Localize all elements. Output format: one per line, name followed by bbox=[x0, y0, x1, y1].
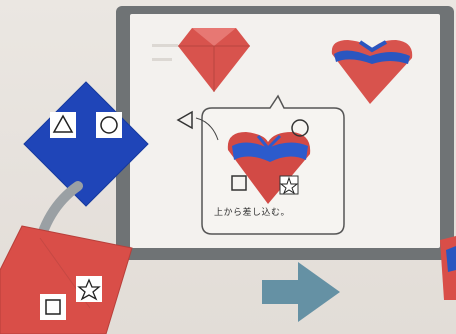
instruction-caption: 上から差し込む。 bbox=[214, 205, 334, 218]
triangle-icon bbox=[50, 112, 76, 138]
circle-icon bbox=[96, 112, 122, 138]
next-arrow bbox=[262, 262, 340, 322]
star-icon bbox=[76, 276, 102, 302]
star-icon bbox=[280, 176, 298, 194]
square-icon bbox=[40, 294, 66, 320]
right-edge-paper bbox=[440, 236, 456, 300]
red-paper bbox=[0, 226, 132, 334]
